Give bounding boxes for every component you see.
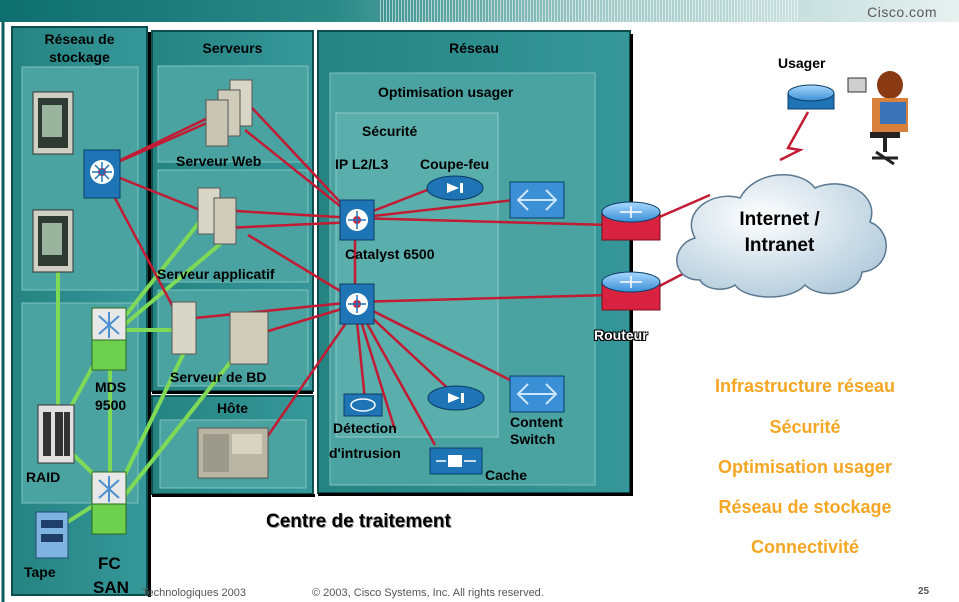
- datacenter-caption: Centre de traitement: [266, 511, 451, 532]
- mds-label-2: 9500: [95, 397, 127, 413]
- title-bar-stripes: [380, 0, 800, 22]
- user-figure: [847, 71, 908, 166]
- content-switch-bottom: [509, 375, 565, 413]
- host-mainframe: [197, 427, 269, 479]
- network-panel-title: Réseau: [449, 40, 499, 56]
- web-server-label: Serveur Web: [176, 153, 262, 169]
- storage-server-1: [32, 91, 74, 155]
- router-label: Routeur: [594, 327, 648, 343]
- zone-firewall: Coupe-feu: [420, 156, 490, 172]
- internet-label-1: Internet /: [739, 209, 820, 230]
- cisco-com-label: Cisco.com: [867, 4, 937, 20]
- db-server-label: Serveur de BD: [170, 369, 267, 385]
- fc-label-1: FC: [98, 554, 121, 573]
- internet-cloud: [676, 173, 887, 298]
- content-switch-label-1: Content: [510, 414, 563, 430]
- servers-panel-title: Serveurs: [202, 40, 263, 56]
- raid-array: [37, 404, 75, 464]
- catalyst-label: Catalyst 6500: [345, 246, 435, 262]
- vpn-device: [427, 385, 485, 411]
- web-server-stack: [205, 79, 253, 147]
- host-panel-title: Hôte: [216, 400, 249, 416]
- db-server-stack: [171, 301, 269, 365]
- tape-label: Tape: [24, 564, 56, 580]
- feature-user-optimization: Optimisation usager: [717, 457, 893, 477]
- feature-security: Sécurité: [769, 417, 841, 437]
- footer-left-text: Technologiques 2003: [142, 587, 246, 599]
- fc-label-2: SAN: [93, 578, 129, 597]
- storage-switch: [83, 149, 121, 199]
- zone-user-optimization: Optimisation usager: [378, 84, 514, 100]
- tape-library: [35, 511, 69, 559]
- san-links: [53, 213, 242, 532]
- cache-label: Cache: [485, 467, 528, 483]
- user-label: Usager: [778, 55, 826, 71]
- feature-infrastructure: Infrastructure réseau: [714, 376, 896, 396]
- zone-ip-l2-l3: IP L2/L3: [335, 156, 389, 172]
- user-router: [787, 84, 835, 110]
- app-server-stack: [197, 187, 237, 245]
- zone-security: Sécurité: [362, 123, 418, 139]
- content-switch-label-2: Switch: [510, 431, 556, 447]
- feature-storage-network: Réseau de stockage: [718, 497, 892, 517]
- router-bottom: [601, 271, 661, 311]
- router-top: [601, 201, 661, 241]
- page-number: 25: [918, 586, 930, 597]
- feature-connectivity: Connectivité: [750, 537, 860, 557]
- storage-panel-title-1: Réseau de: [44, 31, 115, 47]
- fc-san-switch: [91, 471, 127, 535]
- ids-label-1: Détection: [333, 420, 397, 436]
- ids-sensor: [343, 393, 383, 417]
- app-server-label: Serveur applicatif: [157, 266, 275, 282]
- storage-panel-title-2: stockage: [49, 49, 110, 65]
- internet-label-2: Intranet: [744, 235, 815, 256]
- content-switch-top: [509, 181, 565, 219]
- cache-engine: [429, 447, 483, 475]
- mds-label-1: MDS: [95, 379, 127, 395]
- storage-server-2: [32, 209, 74, 273]
- mds-9500-switch: [91, 307, 127, 371]
- catalyst-switch-top: [339, 199, 375, 241]
- catalyst-switch-bottom: [339, 283, 375, 325]
- footer-copyright: © 2003, Cisco Systems, Inc. All rights r…: [312, 587, 544, 599]
- raid-label: RAID: [26, 469, 61, 485]
- firewall-device: [426, 175, 484, 201]
- ids-label-2: d'intrusion: [329, 445, 401, 461]
